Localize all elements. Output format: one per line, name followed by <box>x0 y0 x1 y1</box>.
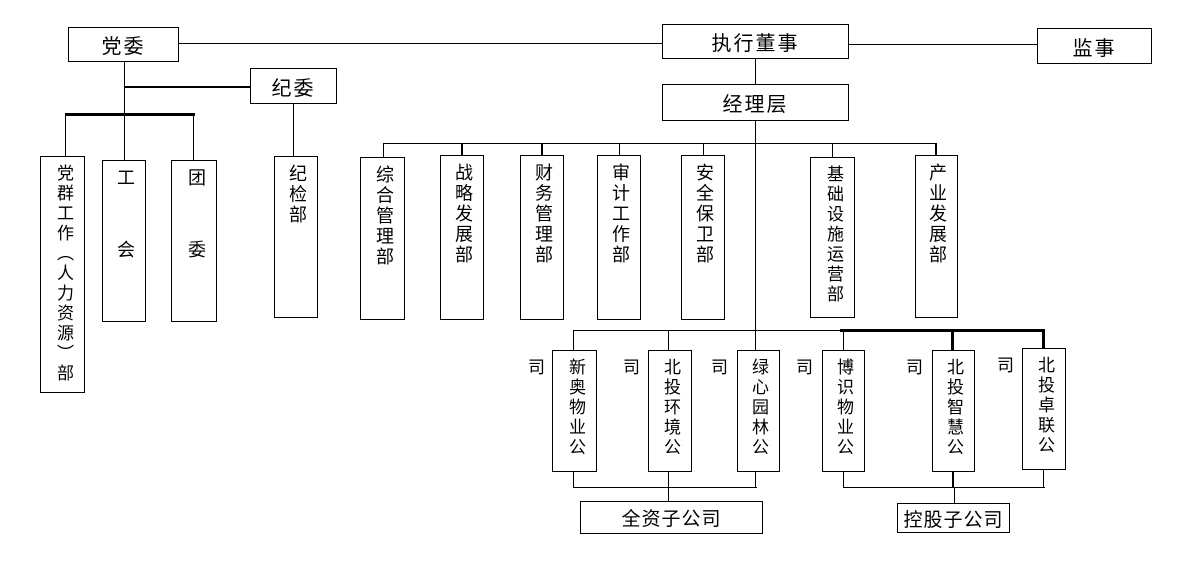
node-strategy-development-dept: 战略发展部 <box>440 155 484 320</box>
node-boshi-property-co: 博识物业公司 <box>793 350 865 472</box>
line-drop-party-mass-hr <box>64 114 66 156</box>
node-executive-director: 执行董事 <box>662 24 849 59</box>
node-holding-group: 控股子公司 <box>897 503 1010 533</box>
node-management-layer: 经理层 <box>662 84 849 121</box>
node-beitou-zhuolian-co: 北投卓联公司 <box>994 348 1066 470</box>
node-party-committee: 党委 <box>68 27 179 62</box>
line-drop-industry-development <box>935 142 937 157</box>
line-drop-beitou-environment <box>667 329 669 351</box>
line-drop-audit-work <box>618 142 620 157</box>
node-labor-union: 工会 <box>102 160 146 322</box>
node-industry-development-dept: 产业发展部 <box>915 155 958 318</box>
line-subsidiaries-bar-thin <box>573 329 840 331</box>
node-infrastructure-operation-dept: 基础设施运营部 <box>810 157 855 318</box>
node-beitou-environment-co: 北投环境公司 <box>620 350 692 472</box>
line-drop-security <box>702 142 704 157</box>
node-supervisor: 监事 <box>1037 28 1152 64</box>
node-lvxin-garden-co: 绿心园林公司 <box>708 350 780 472</box>
line-drop-xinao <box>572 329 574 351</box>
line-management-main-vertical <box>754 121 756 350</box>
line-drop-finance-management <box>541 142 543 157</box>
line-party-to-director <box>179 42 662 44</box>
node-general-management-dept: 综合管理部 <box>360 157 405 320</box>
line-party-to-discipline-committee <box>124 86 251 88</box>
line-drop-infrastructure <box>831 142 833 158</box>
line-drop-general-management <box>382 142 384 157</box>
node-finance-management-dept: 财务管理部 <box>520 155 564 320</box>
node-discipline-committee: 纪委 <box>250 68 337 104</box>
node-youth-league: 团委 <box>171 160 217 322</box>
line-drop-beitou-smart <box>951 328 954 351</box>
line-lvxin-bottom <box>754 472 756 488</box>
line-drop-beitou-zhuolian <box>1041 328 1045 349</box>
line-beitou-environment-bottom <box>667 472 669 488</box>
node-party-mass-hr-dept: 党群工作（人力资源）部 <box>40 156 85 393</box>
node-audit-work-dept: 审计工作部 <box>597 155 641 320</box>
node-discipline-inspection-dept: 纪检部 <box>274 156 318 318</box>
line-holding-bar <box>842 486 1045 488</box>
line-drop-strategy-development <box>461 142 463 157</box>
line-wholly-owned-bar <box>572 486 757 488</box>
line-boshi-bottom <box>842 472 844 488</box>
line-drop-boshi <box>842 329 844 351</box>
line-director-to-management <box>754 59 756 84</box>
line-subsidiaries-bar-thick <box>840 328 1044 332</box>
line-discipline-committee-vertical <box>292 104 294 156</box>
line-holding-drop <box>953 486 955 504</box>
line-director-to-supervisor <box>849 43 1037 45</box>
line-party-children-bar <box>64 112 195 116</box>
line-xinao-bottom <box>572 472 574 488</box>
line-departments-bar <box>383 142 936 144</box>
node-beitou-smart-co: 北投智慧公司 <box>903 350 975 472</box>
line-beitou-zhuolian-bottom <box>1042 470 1044 488</box>
node-xinao-property-co: 新奥物业公司 <box>525 350 597 472</box>
line-party-vertical <box>123 62 125 160</box>
node-wholly-owned-group: 全资子公司 <box>580 501 763 534</box>
node-security-dept: 安全保卫部 <box>681 155 725 320</box>
line-wholly-owned-drop <box>667 486 669 502</box>
line-beitou-smart-bottom <box>952 472 954 488</box>
line-drop-youth-league <box>192 114 194 160</box>
